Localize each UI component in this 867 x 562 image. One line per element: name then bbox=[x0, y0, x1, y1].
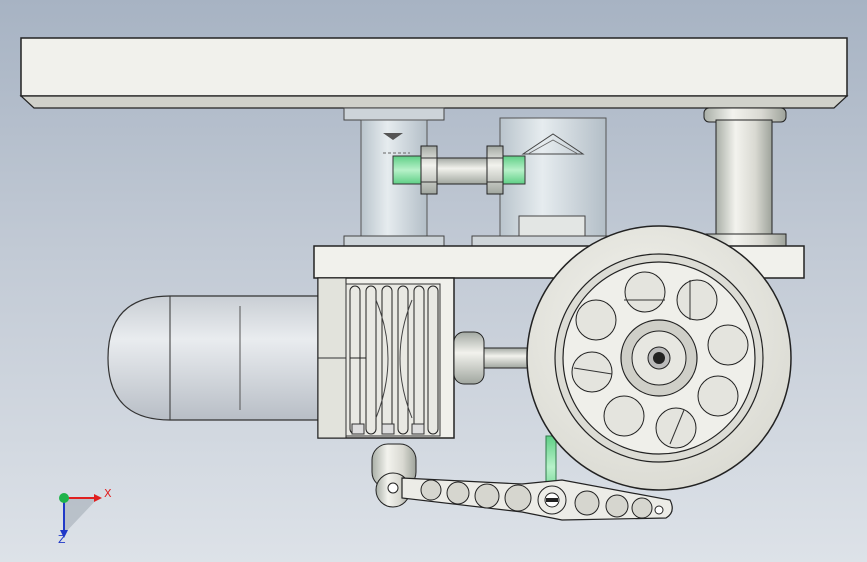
worm-gear[interactable] bbox=[345, 283, 441, 437]
right-support-column[interactable] bbox=[703, 107, 787, 247]
z-axis-label: Z bbox=[58, 533, 66, 546]
flywheel-hub[interactable] bbox=[620, 319, 698, 397]
tie-rod-assembly[interactable] bbox=[392, 145, 526, 195]
x-axis-label: X bbox=[104, 487, 112, 500]
shaft-bearing[interactable] bbox=[453, 331, 531, 385]
axis-triad: X Z bbox=[48, 482, 118, 548]
middle-support-column[interactable] bbox=[471, 117, 617, 247]
perforated-lever-arm[interactable] bbox=[401, 477, 673, 521]
axis-triad-graphic bbox=[59, 493, 102, 538]
motor[interactable] bbox=[107, 295, 323, 421]
top-plate[interactable] bbox=[19, 37, 849, 109]
y-axis-dot bbox=[59, 493, 69, 503]
